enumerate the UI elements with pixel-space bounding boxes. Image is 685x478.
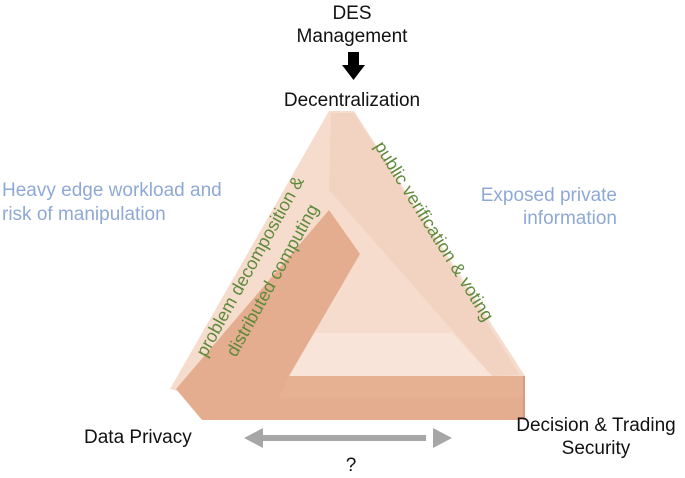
right-challenge-line2: information [523,208,617,229]
triangle-right-band [329,113,520,376]
double-arrow-icon [244,428,452,448]
right-node-label-line2: Security [562,438,631,459]
top-node-title-line1: DES [332,3,371,24]
left-challenge-line2: risk of manipulation [2,204,166,225]
triangle-bottom-bar [279,376,523,398]
triangle-inner-top-face [289,333,492,376]
down-arrow-icon [342,52,365,80]
left-challenge-line1: Heavy edge workload and [2,180,222,201]
triangle-dark-left-face [176,210,525,420]
right-node-label-line1: Decision & Trading [516,415,675,436]
top-node-label: Decentralization [284,90,420,111]
triangle-bottom-edge [523,376,525,420]
bottom-question-mark: ? [346,455,357,476]
impossible-triangle [170,111,525,420]
left-node-label: Data Privacy [84,427,192,448]
top-node-title-line2: Management [297,26,409,47]
right-challenge-line1: Exposed private [481,185,617,206]
